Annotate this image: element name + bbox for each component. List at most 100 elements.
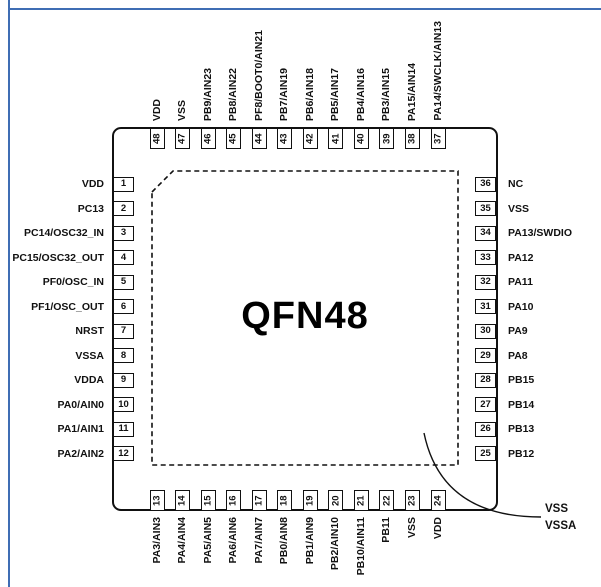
pin-box-left: 2 <box>113 201 134 216</box>
pin-label-top: PB6/AIN18 <box>303 67 316 121</box>
pin-number: 38 <box>406 133 418 144</box>
pin-box-right: 33 <box>475 250 496 265</box>
pin-box-right: 28 <box>475 372 496 388</box>
pin-label-left: PA2/AIN2 <box>57 447 105 460</box>
pin-box-left: 10 <box>113 397 134 412</box>
pin-number: 14 <box>176 495 188 506</box>
pin-box-left: 1 <box>113 176 134 192</box>
pin-box-right: 26 <box>475 421 496 437</box>
pin-box-bottom: 19 <box>302 490 318 511</box>
pin-box-top: 43 <box>277 128 293 149</box>
exposed-pad-annotation: VSS VSSA <box>545 501 576 535</box>
pin-label-right: PA13/SWDIO <box>508 227 572 239</box>
pin-label-bottom: PA6/AIN6 <box>227 517 240 564</box>
pin-box-left: 5 <box>113 274 134 290</box>
pin-label-bottom: PB0/AIN8 <box>278 517 291 565</box>
pin-label-top: PB4/AIN16 <box>354 67 367 121</box>
pin-label-left: VDDA <box>74 374 104 386</box>
pin-box-right: 31 <box>475 299 496 314</box>
pin-label-right: NC <box>508 178 524 190</box>
pin-number: 47 <box>176 133 188 144</box>
pin-box-bottom: 13 <box>149 490 165 511</box>
pin-box-top: 46 <box>200 128 216 149</box>
pin-box-left: 12 <box>113 446 134 461</box>
pin-box-bottom: 18 <box>277 490 293 511</box>
pin-label-top: PA15/AIN14 <box>406 62 418 121</box>
pin-label-bottom: VDD <box>431 517 444 540</box>
pin-label-top: VDD <box>150 98 163 121</box>
pin-box-top: 47 <box>175 128 191 149</box>
pin-box-top: 39 <box>379 128 395 149</box>
pin-label-right: PB12 <box>508 447 535 460</box>
pin-box-bottom: 21 <box>353 490 369 511</box>
pin-box-right: 36 <box>475 176 496 192</box>
pin-label-right: PB13 <box>508 423 535 435</box>
pin-number: 41 <box>330 133 342 144</box>
pin-number: 13 <box>151 495 163 506</box>
pin-box-left: 11 <box>113 421 134 437</box>
pin-number: 18 <box>278 495 290 506</box>
pin-label-right: PB15 <box>508 374 535 386</box>
pin-box-top: 37 <box>430 128 446 149</box>
annotation-line-vss: VSS <box>545 503 569 515</box>
pin-number: 16 <box>227 495 239 506</box>
pin-box-bottom: 23 <box>405 490 420 511</box>
pin-box-top: 38 <box>405 128 420 149</box>
pin-label-right: PA10 <box>508 300 534 313</box>
page-border-left <box>8 0 10 587</box>
pin-label-left: NRST <box>75 325 104 337</box>
pin-box-top: 41 <box>328 128 344 149</box>
pin-label-bottom: PA4/AIN4 <box>176 517 189 564</box>
pin-box-right: 29 <box>475 348 496 363</box>
pin-number: 22 <box>381 495 393 506</box>
pin-label-bottom: PB2/AIN10 <box>329 517 342 571</box>
pin-number: 39 <box>381 133 393 144</box>
pin-label-bottom: PB10/AIN11 <box>354 517 367 576</box>
pin-box-bottom: 24 <box>430 490 446 511</box>
pin-number: 21 <box>355 495 367 506</box>
pin-label-right: PA9 <box>508 325 528 337</box>
pin-label-left: PC13 <box>77 202 104 215</box>
pin-box-right: 34 <box>475 225 496 241</box>
pin-box-left: 3 <box>113 225 134 241</box>
pin-label-top: PB7/AIN19 <box>278 67 291 121</box>
pin-box-top: 40 <box>353 128 369 149</box>
pin-label-bottom: PB11 <box>380 517 393 543</box>
pin-label-top: PB3/AIN15 <box>380 67 393 121</box>
pin-box-right: 30 <box>475 323 496 339</box>
pin-box-bottom: 14 <box>175 490 191 511</box>
pin-number: 17 <box>253 495 265 506</box>
pin-label-bottom: PA7/AIN7 <box>252 517 265 564</box>
pin-box-right: 35 <box>475 201 496 216</box>
pin-label-left: PA0/AIN0 <box>57 398 105 411</box>
package-name: QFN48 <box>241 295 369 337</box>
pin-number: 42 <box>304 133 316 144</box>
pin-box-bottom: 16 <box>226 490 242 511</box>
pin-box-top: 42 <box>302 128 318 149</box>
pin-number: 43 <box>278 133 290 144</box>
pin-label-bottom: PA5/AIN5 <box>201 517 214 564</box>
annotation-line-vssa: VSSA <box>545 520 577 532</box>
pin-label-left: PF0/OSC_IN <box>42 276 104 288</box>
pin-label-top: VSS <box>176 99 189 121</box>
pin-number: 44 <box>253 133 265 144</box>
pin-box-top: 44 <box>251 128 267 149</box>
pin-number: 40 <box>355 133 367 144</box>
pin-box-left: 7 <box>113 323 134 339</box>
pin-box-left: 6 <box>113 299 134 314</box>
pin-label-left: PF1/OSC_OUT <box>31 300 104 313</box>
pin-box-right: 27 <box>475 397 496 412</box>
pin-label-right: PA8 <box>508 349 528 362</box>
pin-label-right: PA11 <box>508 276 533 288</box>
pin-label-left: PA1/AIN1 <box>57 423 105 435</box>
pin-label-top: PA14/SWCLK/AIN13 <box>431 21 444 121</box>
pin-number: 20 <box>330 495 342 506</box>
pin-label-right: PB14 <box>508 398 535 411</box>
pin-label-left: VDD <box>81 178 104 190</box>
pin-label-top: PB9/AIN23 <box>201 67 214 121</box>
pin-box-bottom: 15 <box>200 490 216 511</box>
pin-box-left: 9 <box>113 372 134 388</box>
page-border-top <box>8 8 601 10</box>
pin-box-bottom: 22 <box>379 490 395 511</box>
